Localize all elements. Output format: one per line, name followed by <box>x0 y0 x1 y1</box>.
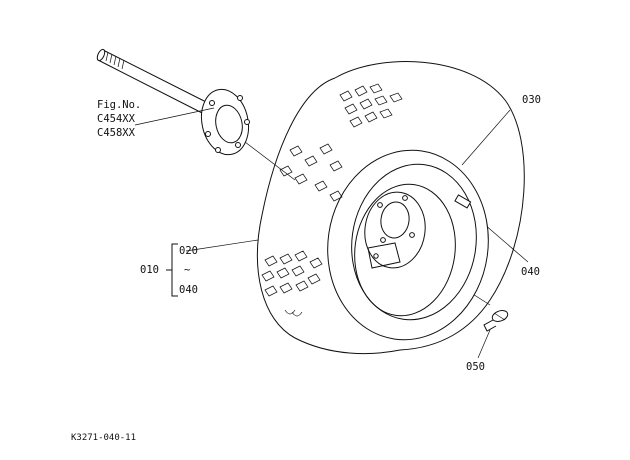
callout-010: 010 <box>140 264 159 276</box>
callout-040-range: 040 <box>179 284 198 296</box>
fig-number-1: C454XX <box>97 113 135 125</box>
range-bracket <box>166 243 178 297</box>
callout-030: 030 <box>522 94 541 106</box>
fig-label: Fig.No. <box>97 99 142 111</box>
bolt <box>483 310 509 332</box>
axle-shaft <box>96 48 219 119</box>
callout-040: 040 <box>521 266 540 278</box>
tire <box>256 61 525 355</box>
fig-number-2: C458XX <box>97 127 135 139</box>
hub-flange <box>200 88 250 156</box>
drawing-id: K3271-040-11 <box>71 433 137 443</box>
callout-050: 050 <box>466 361 485 373</box>
callout-020: 020 <box>179 245 198 257</box>
callout-range-sep: ~ <box>184 264 191 276</box>
